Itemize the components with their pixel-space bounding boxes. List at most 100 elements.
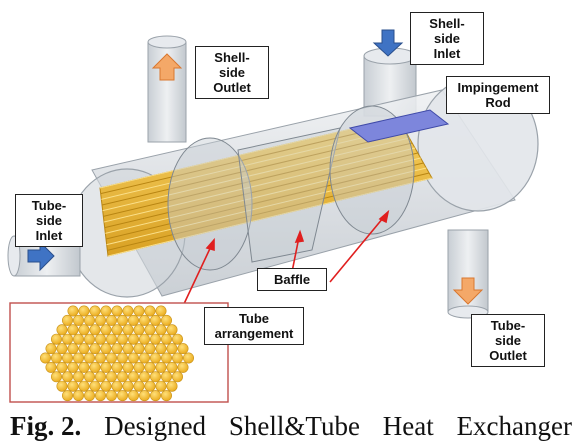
tube-cross-section (139, 390, 151, 402)
tube-cross-section (122, 324, 134, 336)
tube-cross-section (144, 343, 156, 355)
caption-word: Exchanger (456, 410, 572, 441)
tube-line (105, 157, 421, 234)
tube-cross-section (84, 371, 96, 383)
tube-cross-section (56, 380, 68, 392)
tube-cross-section (133, 324, 145, 336)
tube-bundle (99, 117, 433, 257)
tube-cross-section (161, 314, 173, 326)
tube-arrangement-dots (39, 305, 195, 402)
tube-cross-section (183, 352, 195, 364)
tube-cross-section (111, 343, 123, 355)
shell-inlet-arrow (372, 29, 404, 57)
caption-word: Heat (382, 410, 434, 441)
tube-cross-section (50, 371, 62, 383)
tube-line (107, 172, 430, 251)
tube-cross-section (89, 380, 101, 392)
caption-word: Designed (104, 410, 207, 441)
tube-cross-section (50, 352, 62, 364)
tube-cross-section (144, 324, 156, 336)
tube-cross-section (56, 324, 68, 336)
tube-cross-section (84, 390, 96, 402)
tube-cross-section (177, 343, 189, 355)
tube-line (101, 132, 407, 206)
tube-cross-section (177, 361, 189, 373)
tube-cross-section (95, 314, 107, 326)
tube-line (107, 177, 433, 257)
tube-cross-section (155, 361, 167, 373)
tube-cross-section (106, 314, 118, 326)
tube-cross-section (67, 380, 79, 392)
pointer-head (294, 229, 305, 243)
tube-cross-section (111, 324, 123, 336)
tube-cross-section (155, 305, 167, 317)
tube-line (99, 117, 399, 189)
tube-cross-section (155, 324, 167, 336)
tube-cross-section (45, 361, 57, 373)
tube-cross-section (139, 371, 151, 383)
figure-number: Fig. 2. (10, 410, 82, 441)
tube-cross-section (61, 390, 73, 402)
tube-cross-section (133, 343, 145, 355)
tube-cross-section (73, 371, 85, 383)
tube-cross-section (150, 333, 162, 345)
tube-line (100, 122, 401, 195)
tube-cross-section (155, 343, 167, 355)
tube-cross-section (161, 352, 173, 364)
tube-outlet-nozzle (447, 229, 489, 319)
tube-cross-section (95, 333, 107, 345)
tube-cross-section (122, 343, 134, 355)
tube-cross-section (78, 324, 90, 336)
tube-cross-section (166, 380, 178, 392)
impingement-rod (348, 109, 450, 143)
tube-line (104, 152, 418, 229)
tube-cross-section (139, 314, 151, 326)
tube-cross-section (117, 314, 129, 326)
tube-cross-section (84, 333, 96, 345)
tube-cross-section (161, 333, 173, 345)
tube-cross-section (150, 314, 162, 326)
tube-cross-section (67, 305, 79, 317)
tube-cross-section (122, 361, 134, 373)
tube-cross-section (89, 324, 101, 336)
tube-line (103, 142, 413, 217)
tube-cross-section (128, 371, 140, 383)
tube-cross-section (150, 371, 162, 383)
tube-cross-section (144, 305, 156, 317)
tube-cross-section (111, 380, 123, 392)
pointer-line (182, 239, 215, 307)
tube-cross-section (56, 343, 68, 355)
tube-cross-section (111, 305, 123, 317)
tube-cross-section (61, 333, 73, 345)
tube-cross-section (78, 305, 90, 317)
tube-outlet-arrow (452, 277, 484, 305)
tube-cross-section (100, 380, 112, 392)
tube-cross-section (155, 380, 167, 392)
tube-cross-section (95, 390, 107, 402)
tube-cross-section (56, 361, 68, 373)
tube-cross-section (106, 371, 118, 383)
tube-cross-section (166, 361, 178, 373)
tube-line (106, 167, 427, 246)
tube-cross-section (166, 343, 178, 355)
tube-cross-section (73, 390, 85, 402)
tube-cross-section (111, 361, 123, 373)
tube-cross-section (172, 352, 184, 364)
tube-cross-section (128, 352, 140, 364)
tube-cross-section (84, 352, 96, 364)
tube-cross-section (139, 333, 151, 345)
tube-cross-section (122, 380, 134, 392)
tube-cross-section (117, 371, 129, 383)
tube-cross-section (100, 324, 112, 336)
pointer-head (378, 209, 390, 224)
tube-cross-section (139, 352, 151, 364)
tube-cross-section (106, 390, 118, 402)
tube-cross-section (50, 333, 62, 345)
tube-cross-section (150, 352, 162, 364)
tube-cross-section (117, 390, 129, 402)
